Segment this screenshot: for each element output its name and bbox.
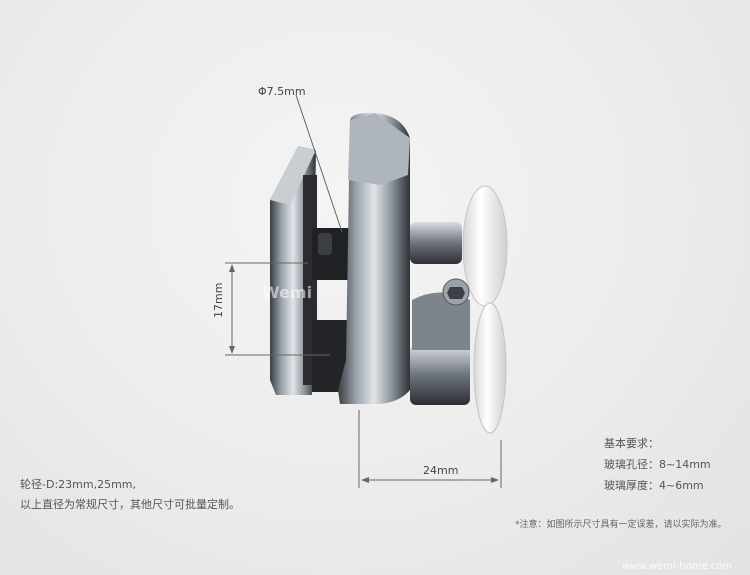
requirements-title: 基本要求： [604,437,659,450]
roller-wheels [462,185,508,434]
watermark-center: Wemi [262,283,313,302]
right-clamp-block [338,112,410,404]
watermark-url: www.wemi-home.com [622,561,733,572]
left-clamp-plate [270,146,317,395]
tolerance-note: *注意：如图所示尺寸具有一定误差，请以实际为准。 [515,520,727,530]
requirement-hole: 玻璃孔径：8~14mm [604,458,711,471]
axle-bracket [410,222,470,405]
width-dimension-label: 24mm [423,464,459,477]
wheel-diameter-text: 轮径-D:23mm,25mm, [20,478,136,491]
wheel-custom-text: 以上直径为常规尺寸，其他尺寸可批量定制。 [20,498,240,511]
hole-diameter-label: Φ7.5mm [258,85,306,98]
dimension-lines [225,94,502,488]
requirement-thickness: 玻璃厚度：4~6mm [604,479,704,492]
height-dimension-label: 17mm [212,282,225,318]
